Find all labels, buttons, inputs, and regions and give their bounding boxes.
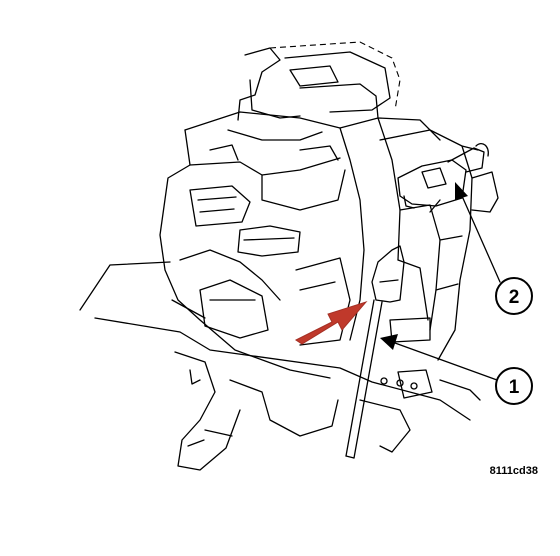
highlight-arrow xyxy=(295,300,368,345)
callout-2: 2 xyxy=(495,277,533,315)
callout-2-number: 2 xyxy=(509,287,520,308)
callout-1: 1 xyxy=(495,367,533,405)
callout-1-number: 1 xyxy=(509,377,520,398)
hvac-housing xyxy=(159,111,441,379)
blend-door-actuator xyxy=(397,142,489,213)
actuator-cable xyxy=(345,245,405,459)
callout-2-leader xyxy=(455,182,501,283)
figure-id: 8111cd38 xyxy=(490,465,538,477)
housing-top-cap xyxy=(237,41,401,121)
housing-right-section xyxy=(379,129,499,361)
cross-car-beam xyxy=(79,261,481,471)
callout-1-leader xyxy=(380,334,498,381)
